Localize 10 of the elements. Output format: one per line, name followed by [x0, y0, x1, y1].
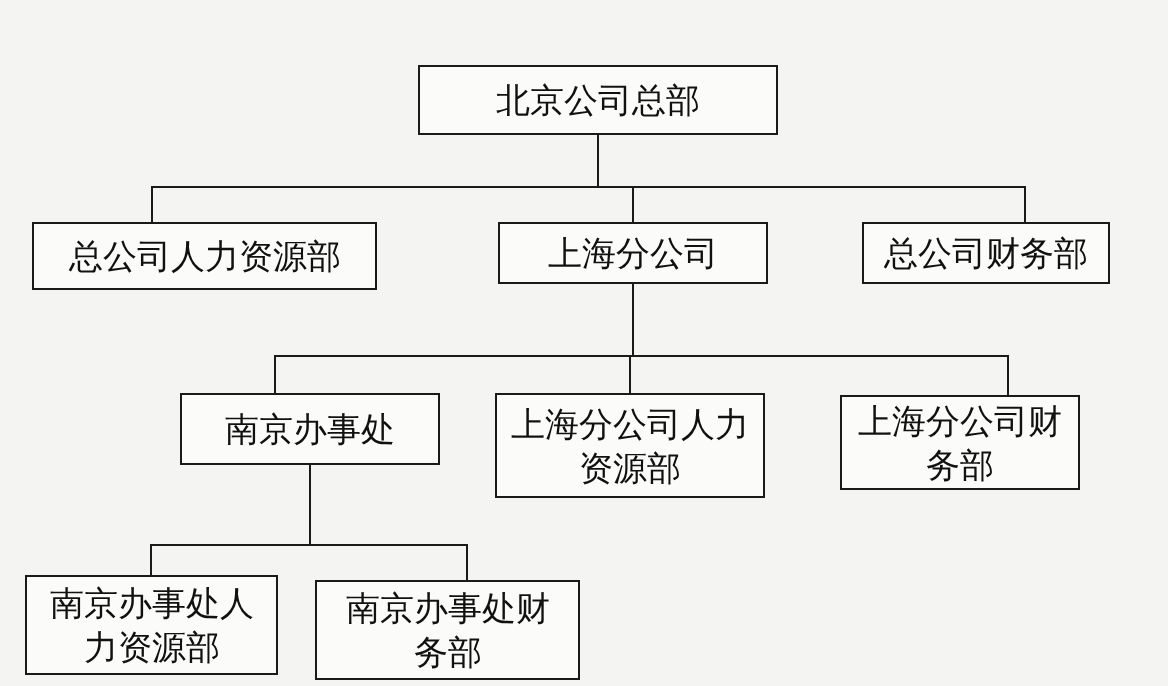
org-box: 总公司人力资源部: [32, 222, 377, 290]
org-box: 北京公司总部: [418, 65, 778, 135]
org-box: 南京办事处人力资源部: [25, 575, 278, 675]
org-box: 南京办事处财务部: [315, 580, 580, 680]
org-box: 上海分公司: [498, 222, 768, 284]
org-box: 上海分公司人力资源部: [495, 393, 765, 498]
org-box: 总公司财务部: [862, 222, 1110, 284]
connector-line: [309, 464, 468, 581]
org-box: 南京办事处: [180, 393, 440, 465]
org-box: 上海分公司财务部: [840, 395, 1080, 490]
